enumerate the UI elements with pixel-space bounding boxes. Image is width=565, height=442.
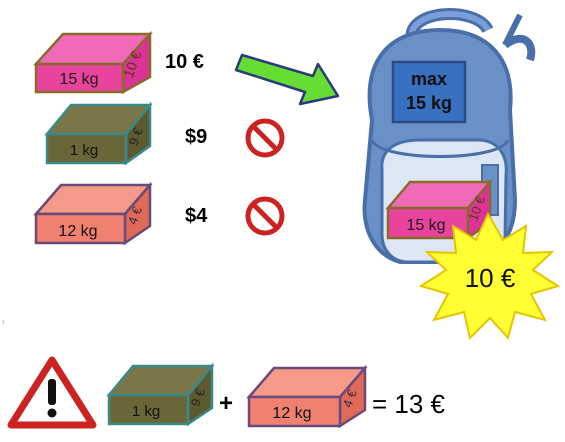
box-value-label: 9 € [188,386,209,409]
box-15kg: 15 kg 10 € [33,30,153,95]
box-value-label: 4 € [340,387,361,410]
price-label: $4 [185,205,208,227]
arrow-icon [234,53,340,106]
burst-value: 10 € [465,263,516,293]
equation-result: = 13 € [372,389,446,419]
forbidden-icon [245,196,285,236]
box-12kg-bottom: 12 kg 4 € [246,364,368,429]
box-weight-label: 1 kg [132,403,160,420]
backpack-tag-line1: max [411,69,447,89]
box-12kg: 12 kg 4 € [33,181,153,246]
box-value-label: 4 € [125,204,146,227]
box-1kg-bottom: 1 kg 9 € [106,362,215,427]
price-label: $9 [185,126,207,148]
box-weight-label: 1 kg [70,142,98,159]
plus-sign: + [219,390,233,417]
box-1kg: 1 kg 9 € [44,101,153,166]
box-in-backpack: 15 kg 10 € [385,178,493,241]
box-weight-label: 12 kg [58,223,97,240]
box-weight-label: 15 kg [59,71,98,88]
backpack-tag-line2: 15 kg [406,93,452,113]
box-value-label: 9 € [126,125,147,148]
price-label: 10 € [165,51,204,73]
starburst-icon: 10 € [418,211,561,341]
box-weight-label: 15 kg [406,217,445,234]
warning-triangle-icon [7,356,97,429]
forbidden-icon [245,118,285,158]
stray-mark: ‹ [2,317,5,326]
box-weight-label: 12 kg [272,405,311,422]
